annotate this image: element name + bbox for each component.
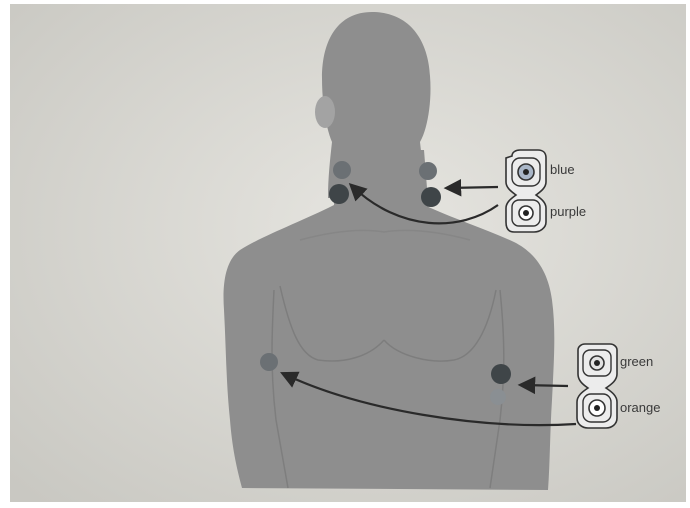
label-orange: orange (620, 400, 660, 415)
arrow-icon (448, 187, 498, 188)
electrode-neck-right-upper (419, 162, 437, 180)
electrode-arm-left-upper (260, 353, 278, 371)
electrode-arm-right-lower (490, 389, 506, 405)
ear (315, 96, 335, 128)
label-blue: blue (550, 162, 575, 177)
arrow-icon (522, 385, 568, 386)
label-green: green (620, 354, 653, 369)
electrode-neck-left-upper (333, 161, 351, 179)
torso (224, 205, 555, 490)
electrode-arm-right-upper (491, 364, 511, 384)
electrode-neck-right-lower (421, 187, 441, 207)
electrode-pair-icon (506, 150, 546, 232)
electrode-neck-left-lower (329, 184, 349, 204)
label-purple: purple (550, 204, 586, 219)
